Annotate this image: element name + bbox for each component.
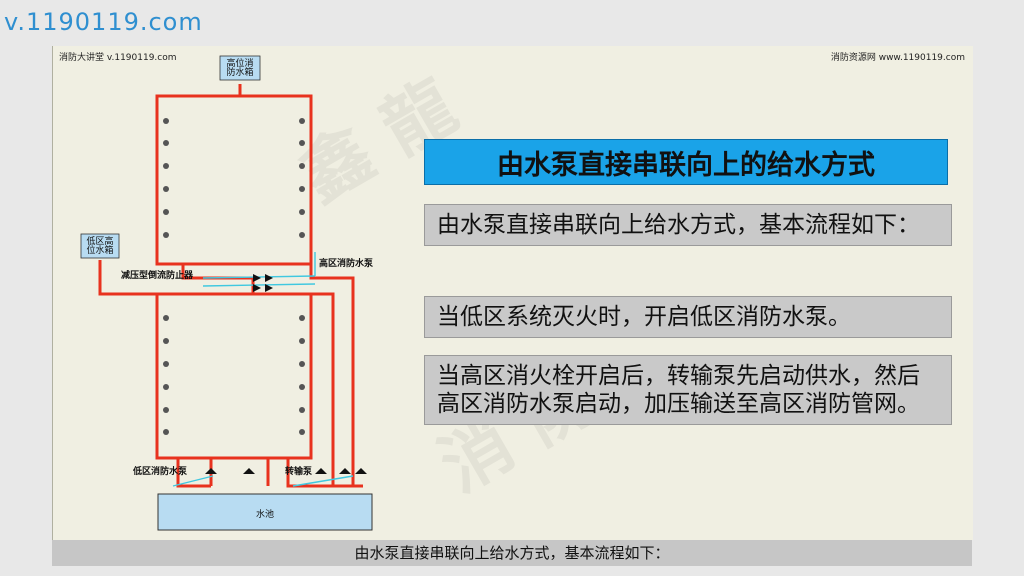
slide: 消防大讲堂 v.1190119.com 消防资源网 www.1190119.co… bbox=[52, 46, 973, 540]
backflow-preventer-label: 减压型倒流防止器 bbox=[121, 269, 194, 281]
low-tank-label-2: 位水箱 bbox=[86, 244, 113, 256]
low-pump-label: 低区消防水泵 bbox=[132, 465, 188, 477]
low-tank-label-1: 低区高 bbox=[86, 235, 113, 247]
water-supply-diagram: 高位消 防水箱 低区高 位水箱 bbox=[80, 55, 374, 531]
paragraph-high-zone: 当高区消火栓开启后，转输泵先启动供水，然后高区消防水泵启动，加压输送至高区消防管… bbox=[424, 355, 952, 425]
site-url[interactable]: v.1190119.com bbox=[4, 8, 203, 36]
hydrants-low bbox=[163, 315, 305, 435]
pool-label: 水池 bbox=[256, 508, 274, 520]
water-pool bbox=[157, 493, 373, 531]
hydrants-high bbox=[163, 118, 305, 238]
high-tank-label-2: 防水箱 bbox=[226, 66, 253, 78]
watermark-right: 消防资源网 www.1190119.com bbox=[830, 53, 965, 63]
watermark-left: 消防大讲堂 v.1190119.com bbox=[59, 53, 177, 63]
auxiliary-lines bbox=[172, 252, 354, 487]
high-tank-label-1: 高位消 bbox=[226, 57, 253, 69]
pumps bbox=[205, 274, 367, 474]
high-tank bbox=[219, 55, 261, 81]
transfer-pump-label: 转输泵 bbox=[285, 465, 313, 477]
slide-title: 由水泵直接串联向上的给水方式 bbox=[424, 139, 948, 185]
caption-bar: 由水泵直接串联向上给水方式，基本流程如下： bbox=[52, 540, 972, 566]
high-pump-label: 高区消防水泵 bbox=[319, 257, 374, 269]
paragraph-intro: 由水泵直接串联向上给水方式，基本流程如下： bbox=[424, 204, 952, 246]
low-tank bbox=[80, 233, 120, 259]
paragraph-low-zone: 当低区系统灭火时，开启低区消防水泵。 bbox=[424, 296, 952, 338]
